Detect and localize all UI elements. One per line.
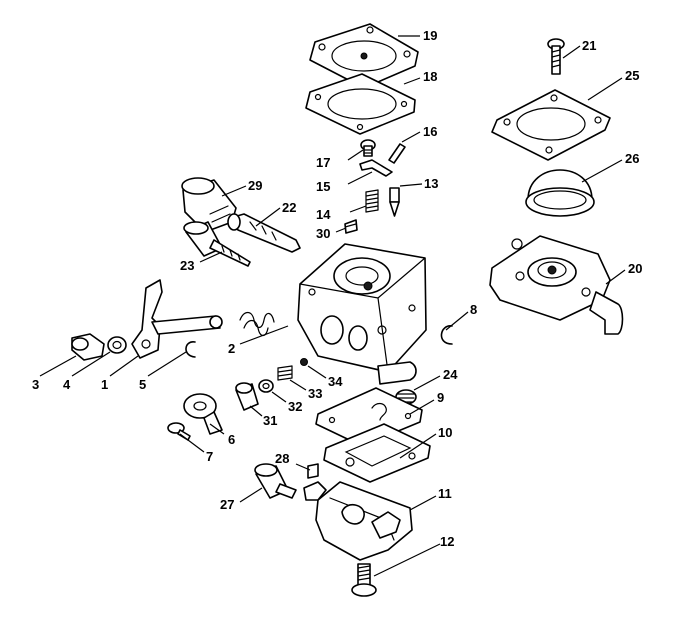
part-21-screw (547, 38, 565, 75)
callout-29: 29 (248, 178, 262, 193)
callout-13: 13 (424, 176, 438, 191)
callout-23: 23 (180, 258, 194, 273)
carburetor-body (297, 243, 427, 385)
callout-30: 30 (316, 226, 330, 241)
part-12-screw (351, 563, 377, 597)
callout-1: 1 (101, 377, 108, 392)
callout-21: 21 (582, 38, 596, 53)
callout-17: 17 (316, 155, 330, 170)
part-31-screw (235, 382, 259, 411)
part-27-screw (254, 463, 297, 499)
callout-19: 19 (423, 28, 437, 43)
part-13-inlet-needle (389, 187, 400, 217)
part-29-cylinder (181, 177, 237, 233)
part-28-plug (307, 463, 319, 479)
callout-32: 32 (288, 399, 302, 414)
callout-25: 25 (625, 68, 639, 83)
part-3-bushing (71, 333, 105, 361)
part-6-cover (183, 393, 223, 435)
part-2-spring (239, 311, 275, 337)
callout-2: 2 (228, 341, 235, 356)
part-25-gasket (491, 89, 611, 161)
callout-16: 16 (423, 124, 437, 139)
callout-22: 22 (282, 200, 296, 215)
callout-7: 7 (206, 449, 213, 464)
part-20-primer-housing (489, 235, 624, 335)
callout-5: 5 (139, 377, 146, 392)
part-26-primer-bulb (525, 169, 595, 217)
callout-9: 9 (437, 390, 444, 405)
part-10-gasket (323, 423, 431, 483)
part-16-pin (388, 143, 406, 164)
callout-28: 28 (275, 451, 289, 466)
part-23-throttle-shaft (183, 221, 251, 267)
callout-12: 12 (440, 534, 454, 549)
part-1-throttle-lever (131, 279, 223, 359)
part-34-o-ring (300, 358, 308, 366)
callout-3: 3 (32, 377, 39, 392)
callout-10: 10 (438, 425, 452, 440)
part-11-pump-cover (303, 481, 413, 561)
callout-11: 11 (438, 486, 452, 501)
part-5-circlip (185, 341, 196, 358)
callout-14: 14 (316, 207, 331, 222)
part-30-plug (344, 219, 358, 234)
callout-15: 15 (316, 179, 330, 194)
callout-labels: 19 18 21 25 16 17 15 13 14 30 26 29 22 2… (32, 28, 642, 549)
callout-18: 18 (423, 69, 437, 84)
part-14-spring (365, 189, 379, 213)
callout-24: 24 (443, 367, 458, 382)
leader-lines (39, 35, 626, 577)
callout-27: 27 (220, 497, 234, 512)
part-17-screw (360, 139, 376, 157)
callout-8: 8 (470, 302, 477, 317)
callout-26: 26 (625, 151, 639, 166)
part-22-shaft (227, 213, 301, 253)
callout-31: 31 (263, 413, 277, 428)
callout-20: 20 (628, 261, 642, 276)
callout-33: 33 (308, 386, 322, 401)
callout-34: 34 (328, 374, 343, 389)
part-33-spring (277, 365, 293, 381)
part-32-o-ring (258, 379, 274, 393)
callout-4: 4 (63, 377, 71, 392)
callout-6: 6 (228, 432, 235, 447)
part-15-lever (359, 159, 393, 177)
part-8-circlip (440, 325, 453, 345)
part-7-screw (167, 422, 191, 441)
part-18-gasket (305, 73, 416, 135)
part-4-washer (107, 336, 127, 354)
